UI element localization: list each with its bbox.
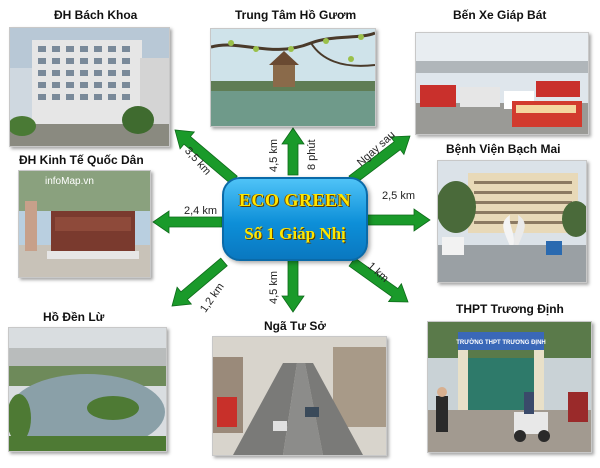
distance-ho-guom: 4,5 km [268, 138, 280, 172]
arrow-to-thpt-truong-dinh [348, 257, 409, 303]
distance-nga-tu-so: 4,5 km [268, 270, 280, 304]
arrow-to-ben-xe-giap-bat [348, 135, 411, 185]
label-ben-xe-giap-bat: Bến Xe Giáp Bát [453, 8, 547, 22]
center-address: Số 1 Giáp Nhị [244, 224, 346, 243]
school-sign: TRƯỜNG THPT TRƯƠNG ĐỊNH [456, 338, 546, 346]
time-ho-guom: 8 phút [306, 139, 318, 170]
arrow-to-ho-guom [281, 127, 305, 176]
center-title: ECO GREEN [238, 190, 352, 210]
arrow-to-dh-kinh-te-quoc-dan [152, 210, 223, 234]
label-benh-vien-bach-mai: Bệnh Viện Bạch Mai [446, 142, 561, 156]
label-thpt-truong-dinh: THPT Trương Định [456, 302, 564, 316]
photo-ho-guom [210, 28, 376, 127]
photo-ben-xe-giap-bat [415, 32, 589, 135]
arrow-to-benh-vien-bach-mai [363, 208, 431, 232]
photo-benh-vien-bach-mai [437, 160, 587, 283]
arrow-to-dh-bach-khoa [174, 129, 238, 185]
photo-dh-kinh-te-quoc-dan: infoMap.vn [18, 170, 151, 278]
photo-ho-den-lu [8, 327, 167, 452]
label-dh-bach-khoa: ĐH Bách Khoa [54, 8, 138, 22]
label-dh-kinh-te-quoc-dan: ĐH Kinh Tế Quốc Dân [19, 153, 144, 167]
arrow-to-nga-tu-so [281, 258, 305, 313]
arrow-to-ho-den-lu [171, 257, 228, 307]
label-ho-den-lu: Hồ Đền Lừ [43, 310, 105, 324]
label-ho-guom: Trung Tâm Hồ Gươm [235, 8, 357, 22]
photo-nga-tu-so [212, 336, 387, 456]
photo-dh-bach-khoa [9, 27, 170, 147]
photo-thpt-truong-dinh: TRƯỜNG THPT TRƯƠNG ĐỊNH [427, 321, 592, 453]
distance-dh-kinh-te-quoc-dan: 2,4 km [184, 205, 218, 217]
eco-green-center-box: ECO GREEN Số 1 Giáp Nhị [222, 177, 368, 261]
label-nga-tu-so: Ngã Tư Sở [264, 319, 326, 333]
neu-watermark: infoMap.vn [45, 176, 94, 187]
distance-benh-vien-bach-mai: 2,5 km [382, 190, 416, 202]
